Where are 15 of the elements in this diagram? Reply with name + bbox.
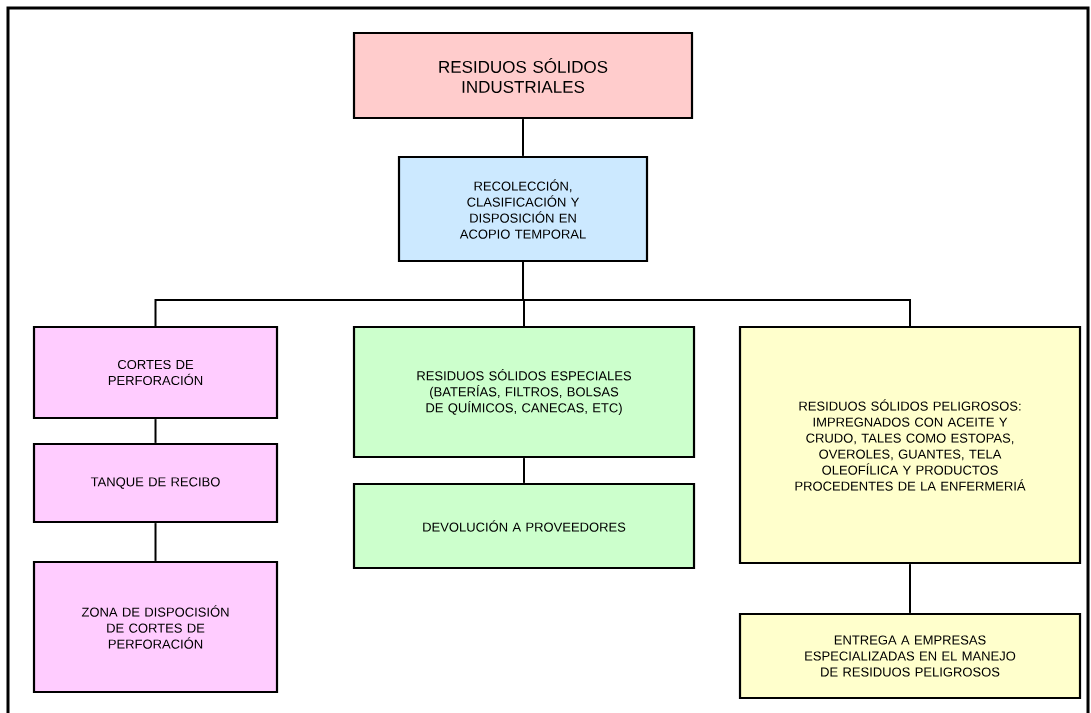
- process-box: RESIDUOS SÓLIDOS ESPECIALES (BATERÍAS, FILTROS, BOLSAS DE QUÍMICOS, CANECAS, ETC): [352, 325, 696, 459]
- process-box: CORTES DE PERFORACIÓN: [32, 325, 279, 420]
- connector-line: [154, 418, 157, 444]
- process-box: ENTREGA A EMPRESAS ESPECIALIZADAS EN EL MANEJO DE RESIDUOS PELIGROSOS: [738, 612, 1082, 700]
- connector-line: [522, 261, 911, 327]
- process-box: RECOLECCIÓN, CLASIFICACIÓN Y DISPOSICIÓN EN ACOPIO TEMPORAL: [397, 155, 649, 263]
- process-box: DEVOLUCIÓN A PROVEEDORES: [352, 482, 696, 570]
- process-box: TANQUE DE RECIBO: [32, 442, 279, 524]
- connector-line: [154, 522, 157, 562]
- connector-line: [523, 457, 525, 484]
- process-box: ZONA DE DISPOCISIÓN DE CORTES DE PERFORACIÓN: [32, 560, 279, 694]
- process-box: RESIDUOS SÓLIDOS INDUSTRIALES: [352, 31, 694, 120]
- connector-line: [909, 563, 911, 614]
- connector-line: [522, 118, 524, 157]
- process-box: RESIDUOS SÓLIDOS PELIGROSOS: IMPREGNADOS CON ACEITE Y CRUDO, TALES COMO ESTOPAS, OVEROLES, GUANTES, TELA OLEOFÍLICA Y PRODUCTOS PROCEDENTES DE LA ENFERMERIÁ: [738, 325, 1082, 565]
